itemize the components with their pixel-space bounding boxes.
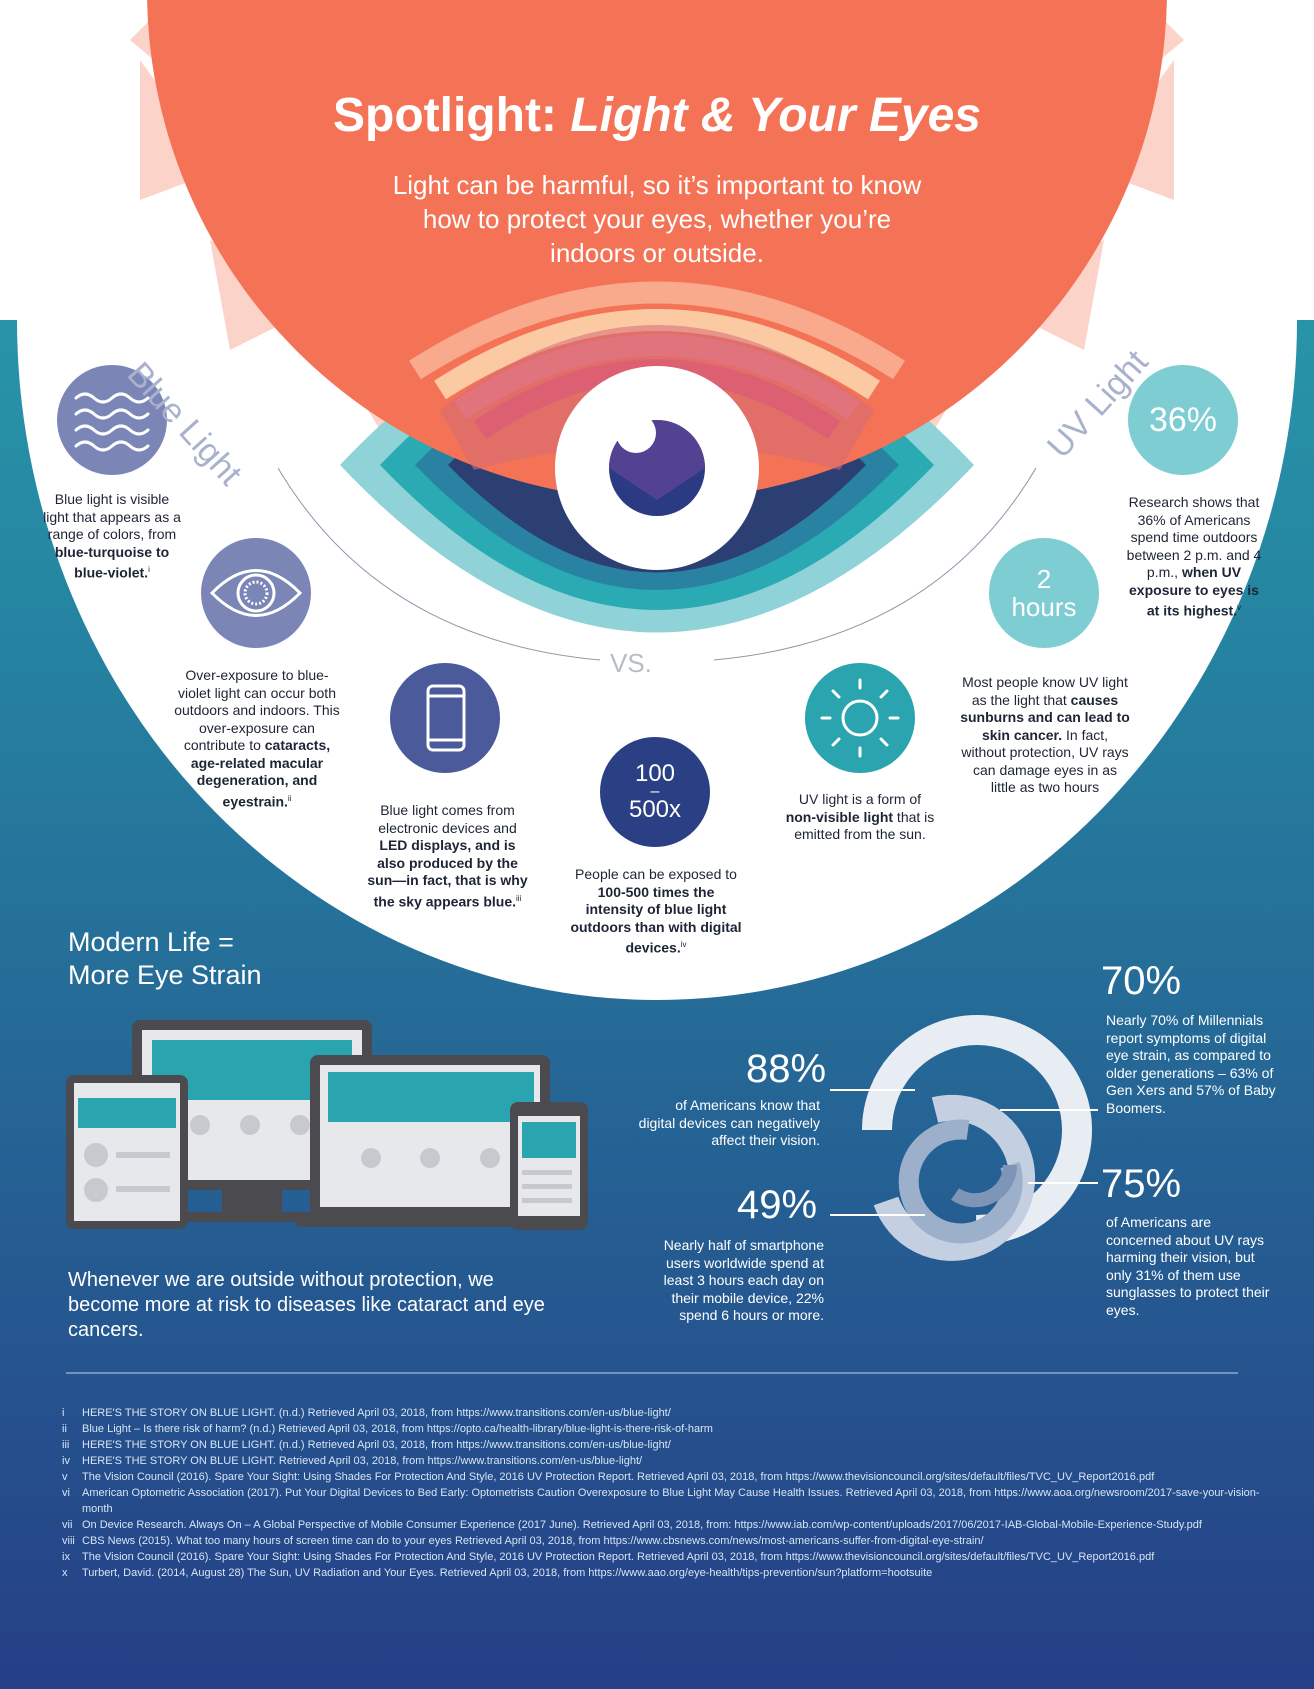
stat-49-value: 49%: [737, 1183, 818, 1227]
reference-text: HERE'S THE STORY ON BLUE LIGHT. (n.d.) R…: [82, 1407, 671, 1419]
reference-text: HERE'S THE STORY ON BLUE LIGHT. (n.d.) R…: [82, 1439, 671, 1451]
reference-text: CBS News (2015). What too many hours of …: [82, 1535, 984, 1547]
reference-item: iii HERE'S THE STORY ON BLUE LIGHT. (n.d.…: [62, 1437, 1262, 1453]
devices-illustration: [66, 1020, 588, 1230]
stat-70-value: 70%: [1101, 959, 1182, 1003]
uv-light-fact-2: Most people know UV light as the light t…: [960, 674, 1130, 795]
eye-icon: [209, 569, 303, 617]
wave-icon: [74, 392, 150, 452]
stat-36-percent: 36%: [1148, 400, 1218, 439]
title-emphasis: Light & Your Eyes: [570, 89, 981, 142]
reference-item: x Turbert, David. (2014, August 28) The S…: [62, 1565, 1262, 1581]
modern-life-title: Modern Life = More Eye Strain: [68, 927, 262, 990]
phone-icon: [426, 684, 466, 752]
reference-text: Turbert, David. (2014, August 28) The Su…: [82, 1567, 933, 1579]
sun-icon: [820, 678, 900, 758]
reference-number: ii: [62, 1423, 67, 1435]
stat-75-value: 75%: [1101, 1162, 1182, 1206]
reference-text: The Vision Council (2016). Spare Your Si…: [82, 1551, 1155, 1563]
reference-number: v: [62, 1471, 68, 1483]
reference-item: iv HERE'S THE STORY ON BLUE LIGHT. Retrie…: [62, 1453, 1262, 1469]
stat-100-500x: 100 – 500x: [628, 760, 682, 823]
reference-text: American Optometric Association (2017). …: [82, 1487, 1260, 1515]
stat-88-text: of Americans know that digital devices c…: [638, 1097, 820, 1148]
reference-number: viii: [62, 1535, 75, 1547]
modern-life-text: Whenever we are outside without protecti…: [68, 1269, 545, 1341]
reference-number: ix: [62, 1551, 70, 1563]
radial-stats-chart: [862, 1015, 1092, 1261]
reference-number: iii: [62, 1439, 70, 1451]
blue-light-fact-1: Blue light is visible light that appears…: [43, 491, 181, 581]
uv-light-fact-1: UV light is a form of non-visible light …: [785, 791, 935, 842]
reference-text: The Vision Council (2016). Spare Your Si…: [82, 1471, 1155, 1483]
stat-75-text: of Americans are concerned about UV rays…: [1106, 1214, 1270, 1318]
stat-49-text: Nearly half of smartphone users worldwid…: [663, 1237, 824, 1323]
reference-number: x: [62, 1567, 68, 1579]
page-subtitle: Light can be harmful, so it’s important …: [392, 170, 922, 268]
reference-item: v The Vision Council (2016). Spare Your S…: [62, 1469, 1262, 1485]
reference-number: iv: [62, 1455, 70, 1467]
reference-item: i HERE'S THE STORY ON BLUE LIGHT. (n.d.) …: [62, 1405, 1262, 1421]
reference-item: vi American Optometric Association (2017)…: [62, 1485, 1262, 1517]
reference-item: viii CBS News (2015). What too many hours…: [62, 1533, 1262, 1549]
eye-highlight: [616, 413, 656, 453]
blue-light-fact-2: Over-exposure to blue-violet light can o…: [174, 667, 340, 810]
reference-number: i: [62, 1407, 65, 1419]
stat-88-value: 88%: [746, 1047, 827, 1091]
reference-text: HERE'S THE STORY ON BLUE LIGHT. Retrieve…: [82, 1455, 643, 1467]
title-prefix: Spotlight:: [332, 89, 571, 142]
blue-light-fact-4: People can be exposed to 100-500 times t…: [570, 866, 742, 956]
reference-text: Blue Light – Is there risk of harm? (n.d…: [82, 1423, 713, 1435]
page-title: Spotlight: Light & Your Eyes: [0, 88, 1314, 143]
reference-number: vi: [62, 1487, 70, 1499]
uv-light-fact-3: Research shows that 36% of Americans spe…: [1126, 494, 1262, 619]
reference-item: ix The Vision Council (2016). Spare Your …: [62, 1549, 1262, 1565]
blue-light-fact-3: Blue light comes from electronic devices…: [367, 802, 528, 910]
reference-text: On Device Research. Always On – A Global…: [82, 1519, 1202, 1531]
reference-number: vii: [62, 1519, 73, 1531]
stat-2-hours: 2 hours: [1011, 564, 1077, 622]
reference-item: vii On Device Research. Always On – A Glo…: [62, 1517, 1262, 1533]
stat-70-text: Nearly 70% of Millennials report symptom…: [1106, 1012, 1276, 1116]
reference-item: ii Blue Light – Is there risk of harm? (n…: [62, 1421, 1262, 1437]
vs-label: VS.: [610, 648, 652, 678]
